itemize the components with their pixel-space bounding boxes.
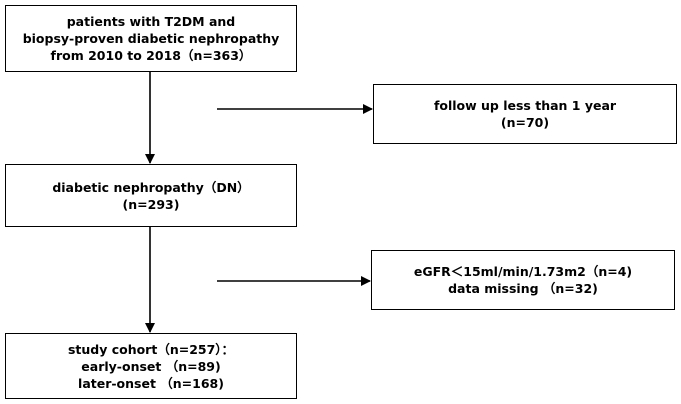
followup-box-line-1: follow up less than 1 year [433,98,617,113]
patients-box-line-1: patients with T2DM and [66,14,236,29]
egfr-box-line-1: eGFR＜15ml/min/1.73m2（n=4) [413,264,633,279]
egfr-exclusion-box: eGFR＜15ml/min/1.73m2（n=4) data missing （… [371,250,675,310]
dn-box-line-1: diabetic nephropathy（DN） [52,179,250,195]
cohort-box-line-1: study cohort（n=257）： [67,341,235,357]
dn-box-line-2: (n=293) [122,196,180,212]
egfr-box-line-2: data missing （n=32) [448,281,598,296]
study-cohort-box: study cohort（n=257）： early-onset （n=89) … [5,333,297,399]
followup-box-line-2: (n=70) [500,115,550,130]
dn-box: diabetic nephropathy（DN） (n=293) [5,164,297,227]
patients-box: patients with T2DM and biopsy-proven dia… [5,5,297,72]
cohort-box-line-3: later-onset （n=168) [78,375,224,391]
cohort-box-line-2: early-onset （n=89) [81,358,221,374]
followup-exclusion-box: follow up less than 1 year (n=70) [373,84,677,144]
patients-box-line-2: biopsy-proven diabetic nephropathy [22,31,280,46]
patients-box-line-3: from 2010 to 2018（n=363） [50,48,252,63]
